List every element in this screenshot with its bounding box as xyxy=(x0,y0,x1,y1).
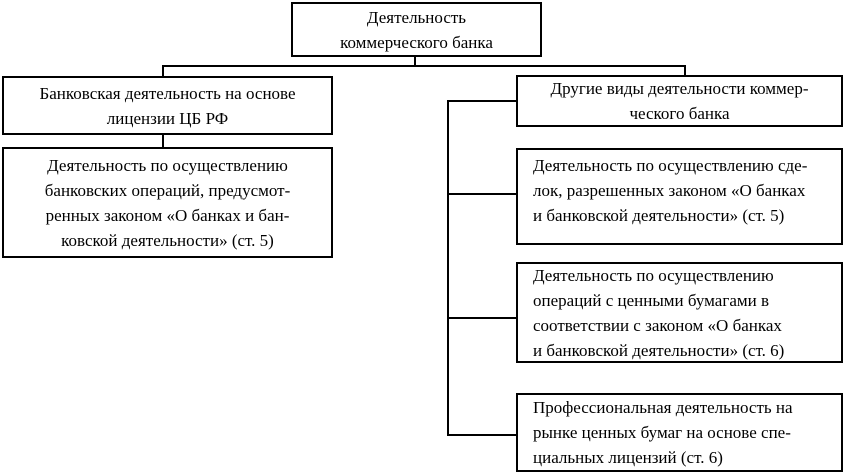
node-securities-operations-art6: Деятельность по осуществлению операций с… xyxy=(516,262,843,363)
node-other-activities: Другие виды деятельности коммер- ческого… xyxy=(516,75,843,127)
connector-left-column-stub xyxy=(162,135,164,147)
connector-branch-professional-activity xyxy=(447,434,516,436)
node-commercial-bank-activity: Деятельность коммерческого банка xyxy=(291,2,542,57)
connector-right-trunk xyxy=(447,100,449,436)
connector-root-stub xyxy=(414,57,416,67)
connector-branch-securities-operations xyxy=(447,317,516,319)
connector-left-drop xyxy=(162,65,164,76)
connector-main-horizontal-rail xyxy=(162,65,686,67)
connector-branch-other-activities xyxy=(447,100,516,102)
node-banking-activity-cb-license: Банковская деятельность на основе лиценз… xyxy=(2,76,333,135)
node-banking-operations-law-art5: Деятельность по осуществлению банковских… xyxy=(2,147,333,258)
connector-right-drop xyxy=(684,65,686,75)
node-permitted-deals-art5: Деятельность по осуществлению сде- лок, … xyxy=(516,148,843,245)
node-professional-securities-activity-art6: Профессиональная деятельность на рынке ц… xyxy=(516,393,843,472)
connector-branch-permitted-deals xyxy=(447,193,516,195)
